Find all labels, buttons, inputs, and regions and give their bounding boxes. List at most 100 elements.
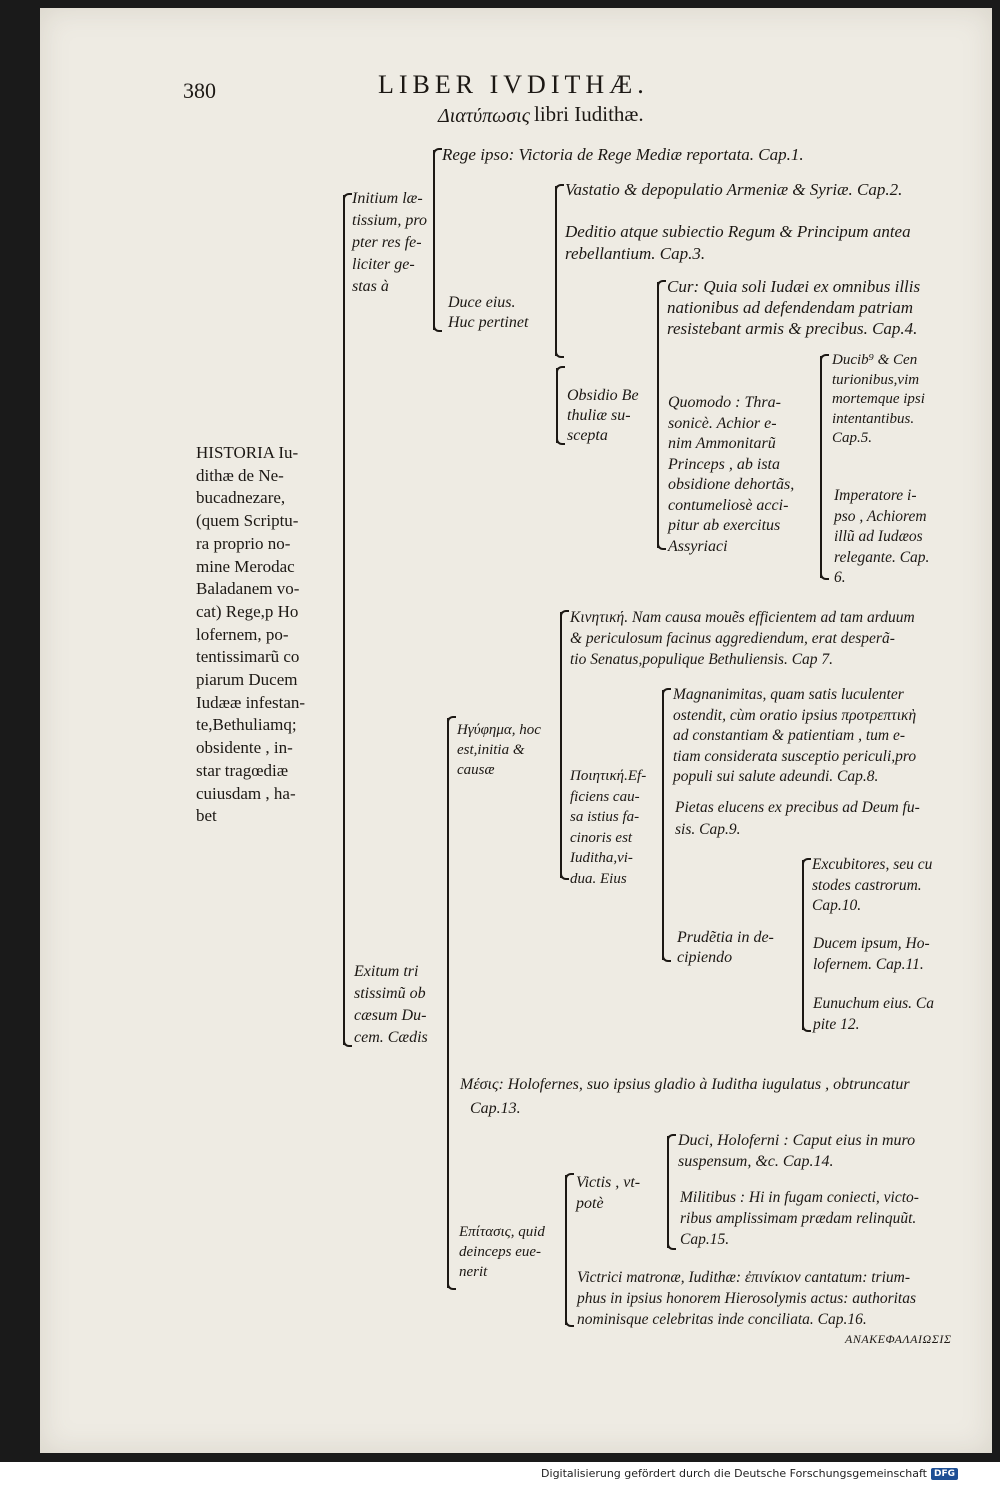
root-line: ra proprio no- [196,533,291,553]
imperatore-block: Imperatore i- pso , Achiorem illũ ad Iud… [834,486,929,589]
ducibus-line: mortemque ipsi [832,391,925,407]
quomodo-line: Quomodo : Thra- [668,394,781,411]
imperatore-line: relegante. Cap. [834,548,930,566]
epitasis-block: Επίτασις, quid deinceps eue- nerit [459,1222,545,1282]
bracket-obsidio [556,366,565,445]
militibus-line: ribus amplissimam prædam relinquũt. [680,1210,917,1227]
excubitores-line: Excubitores, seu cu [812,856,933,873]
bracket-quomodo [820,354,829,580]
initium-line: pter res fe- [352,234,422,251]
poietike-line: Ποιητική.Ef- [570,768,647,784]
page-number: 380 [183,78,216,103]
root-line: piarum Ducem [196,670,298,690]
victrici-line: nominisque celebritas inde conciliata. C… [577,1311,867,1328]
initium-line: stas à [352,278,389,295]
kinetike-line: Κινητική. Nam causa mouẽs efficientem ad… [570,609,915,626]
digitization-footer: Digitalisierung gefördert durch die Deut… [541,1467,958,1480]
quomodo-line: nim Ammonitarũ [668,435,776,452]
bracket-prudentia [802,858,811,1032]
imperatore-line: Imperatore i- [834,487,917,504]
epitasis-line: deinceps eue- [459,1244,542,1260]
magnanimitas-line: Magnanimitas, quam satis luculenter [673,686,904,703]
prudentia-line: Prudẽtia in de- [677,929,774,946]
root-line: obsidente , in- [196,738,293,758]
prudentia-block: Prudẽtia in de- cipiendo [677,928,774,968]
root-line: Iudææ infestan- [196,692,306,712]
cur-line: nationibus ad defendendam patriam [667,298,914,317]
quomodo-line: contumeliosè acci- [668,496,789,514]
duci-block: Duci, Holoferni : Caput eius in muro sus… [678,1130,915,1172]
poietike-line: dua. Eius [570,870,627,887]
cur-line: resistebant armis & precibus. Cap.4. [667,319,918,338]
exitum-line: cem. Cædis [354,1029,428,1046]
duce-block: Duce eius. Huc pertinet [448,293,528,333]
bracket-obsidio-sub [657,280,666,550]
mesis-block: Μέσις: Holofernes, suo ipsius gladio à I… [460,1073,910,1121]
root-block: HISTORIA Iu- dithæ de Ne- bucadnezare, (… [196,442,305,828]
obsidio-line: scepta [567,427,608,444]
magnanimitas-line: populi sui salute adeundi. Cap.8. [673,768,879,785]
ducibus-line: turionibus,vim [832,371,920,388]
dfg-logo-icon: DFG [930,1467,958,1480]
deditio-line: rebellantium. Cap.3. [565,244,706,263]
root-line: cuiusdam , ha- [196,783,296,803]
bracket-duce [555,184,564,358]
poietike-line: cinoris est [570,829,633,846]
kinetike-line: tio Senatus,populique Bethuliensis. Cap … [570,651,834,668]
root-line: te,Bethuliamq; [196,715,297,735]
duci-line: suspensum, &c. Cap.14. [678,1153,834,1170]
root-line: mine Merodac [196,556,295,576]
deditio-line: Deditio atque subiectio Regum & Principu… [565,222,911,241]
root-line: star tragœdiæ [196,760,289,780]
eunuchum-line: Eunuchum eius. Ca [813,995,934,1012]
initium-block: Initium læ- tissium, pro pter res fe- li… [352,188,427,298]
hyphema-line: Ηγύφημα, hoc [457,722,541,738]
book-page [40,8,992,1453]
rege-entry: Rege ipso: Victoria de Rege Mediæ report… [442,145,804,164]
poietike-line: Iuditha,vi- [570,850,633,866]
quomodo-line: pitur ab exercitus [668,517,781,534]
imperatore-line: illũ ad Iudæos [834,528,923,545]
excubitores-line: stodes castrorum. [812,876,922,894]
catchword: ΑΝΑΚΕΦΑΛΑΙΩΣΙΣ [845,1332,952,1346]
imperatore-line: pso , Achiorem [834,507,927,525]
eunuchum-line: pite 12. [813,1016,860,1033]
deditio-block: Deditio atque subiectio Regum & Principu… [565,221,911,265]
bracket-victis [667,1134,676,1250]
cur-line: Cur: Quia soli Iudæi ex omnibus illis [667,277,921,296]
hyphema-block: Ηγύφημα, hoc est,initia & causæ [457,720,541,780]
pietas-line: sis. Cap.9. [675,821,741,838]
epitasis-line: Επίτασις, quid [459,1224,545,1240]
imperatore-line: 6. [834,569,846,586]
obsidio-line: Obsidio Be [567,387,639,404]
victrici-line: Victrici matronæ, Iudithæ: ἐπινίκιον can… [577,1269,910,1286]
root-line: bucadnezare, [196,488,286,508]
duci-line: Duci, Holoferni : Caput eius in muro [678,1132,916,1149]
initium-line: Initium læ- [352,190,423,207]
quomodo-line: sonicè. Achior e- [668,414,777,432]
quomodo-block: Quomodo : Thra- sonicè. Achior e- nim Am… [668,393,794,557]
kinetike-block: Κινητική. Nam causa mouẽs efficientem ad… [570,607,915,670]
victrici-block: Victrici matronæ, Iudithæ: ἐπινίκιον can… [577,1267,916,1330]
subtitle-greek: Διατύπωσις [438,105,530,127]
ducem-block: Ducem ipsum, Ho- lofernem. Cap.11. [813,933,930,975]
pietas-line: Pietas elucens ex precibus ad Deum fu- [675,799,920,816]
root-line: (quem Scriptu- [196,511,299,531]
excubitores-block: Excubitores, seu cu stodes castrorum. Ca… [812,855,932,917]
magnanimitas-line: tiam considerata susceptio periculi,pro [673,747,917,765]
footer-text: Digitalisierung gefördert durch die Deut… [541,1467,927,1480]
victis-line: Victis , vt- [576,1174,641,1191]
root-line: bet [196,806,217,826]
obsidio-block: Obsidio Be thuliæ su- scepta [567,386,639,446]
cur-block: Cur: Quia soli Iudæi ex omnibus illis na… [667,276,920,339]
pietas-block: Pietas elucens ex precibus ad Deum fu- s… [675,797,920,841]
root-line: Baladanem vo- [196,579,300,599]
root-line: cat) Rege,p Ho [196,601,299,621]
mesis-line: Cap.13. [470,1100,521,1117]
duce-line: Duce eius. [448,294,516,311]
kinetike-line: & periculosum facinus aggrediendum, erat… [570,630,895,647]
ducibus-line: Cap.5. [832,430,873,446]
victis-line: potè [576,1195,604,1212]
militibus-line: Cap.15. [680,1231,730,1248]
excubitores-line: Cap.10. [812,897,862,914]
